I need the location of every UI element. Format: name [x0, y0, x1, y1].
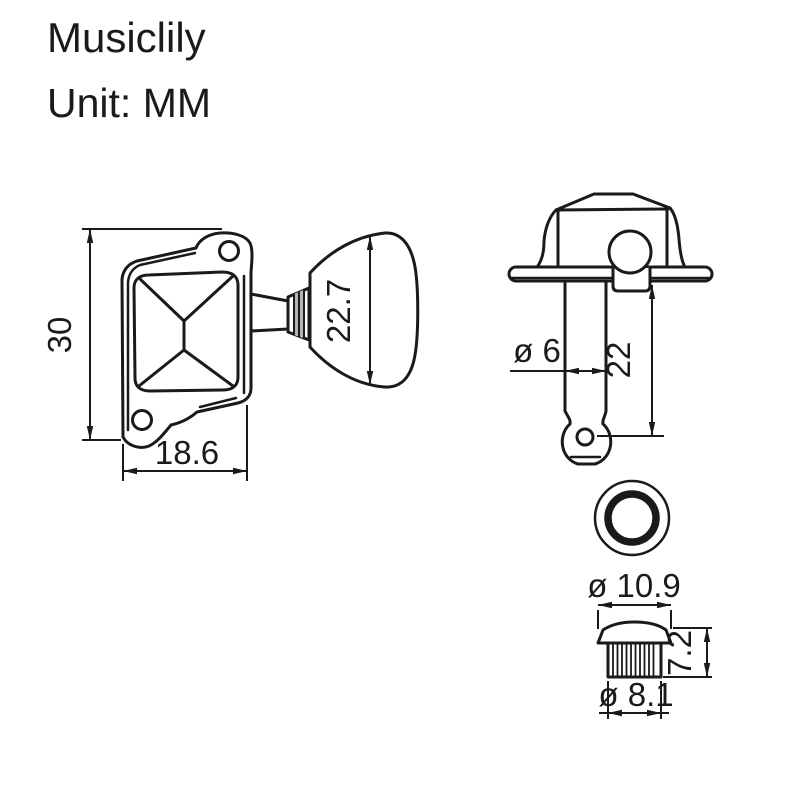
- collar-ring-lines: [293, 290, 305, 338]
- pyramid-facet-lines: [137, 274, 235, 388]
- dim-post-length: 22: [597, 285, 664, 437]
- bushing-inner-ring: [604, 490, 660, 546]
- screw-hole-top: [218, 240, 240, 262]
- brand-text: Musiclily: [47, 14, 206, 61]
- bushing-side-view: ø 10.9 7.2 ø 8.1: [587, 567, 712, 719]
- housing-left-wing: [535, 208, 560, 269]
- dim-housing-height: 30: [41, 228, 222, 441]
- dim-housing-width-label: 18.6: [155, 434, 219, 471]
- housing-roof: [554, 192, 672, 212]
- dim-post-diameter: ø 6: [510, 332, 606, 375]
- gear-boss: [611, 266, 652, 293]
- housing-face-top-line: [555, 207, 670, 212]
- dim-bushing-height: 7.2: [661, 627, 712, 678]
- string-hole: [575, 427, 595, 447]
- dim-housing-height-label: 30: [41, 317, 78, 354]
- bushing-knurl-lines: [612, 644, 655, 676]
- tuner-rear-view: 30 18.6 22.7: [41, 228, 420, 481]
- dim-bushing-body-diameter: ø 8.1: [598, 676, 674, 719]
- tuner-front-view: ø 6 22: [507, 192, 714, 466]
- bushing-top-view: [593, 479, 671, 557]
- dim-button-height: 22.7: [320, 236, 374, 385]
- dim-button-height-label: 22.7: [320, 279, 357, 343]
- screw-hole-bottom: [131, 409, 153, 431]
- tuner-button: [308, 231, 420, 389]
- dim-post-length-label: 22: [600, 342, 637, 379]
- housing-inner-edge: [126, 251, 197, 432]
- dim-post-diameter-label: ø 6: [513, 332, 561, 369]
- housing-back-cover: [132, 270, 240, 393]
- dim-bushing-body-diameter-label: ø 8.1: [598, 676, 673, 713]
- housing-right-wing: [665, 206, 687, 269]
- unit-label: Unit: MM: [47, 80, 211, 126]
- button-shaft-end: [607, 229, 653, 275]
- dim-housing-width: 18.6: [122, 405, 248, 481]
- dim-bushing-height-label: 7.2: [661, 630, 698, 676]
- bushing-flange: [596, 620, 673, 645]
- dim-bushing-outer-diameter-label: ø 10.9: [587, 567, 681, 604]
- button-shaft: [249, 292, 290, 333]
- dim-bushing-outer-diameter: ø 10.9: [587, 567, 681, 629]
- string-post-sides: [563, 279, 608, 413]
- housing-inner-edge-bottom: [198, 396, 238, 409]
